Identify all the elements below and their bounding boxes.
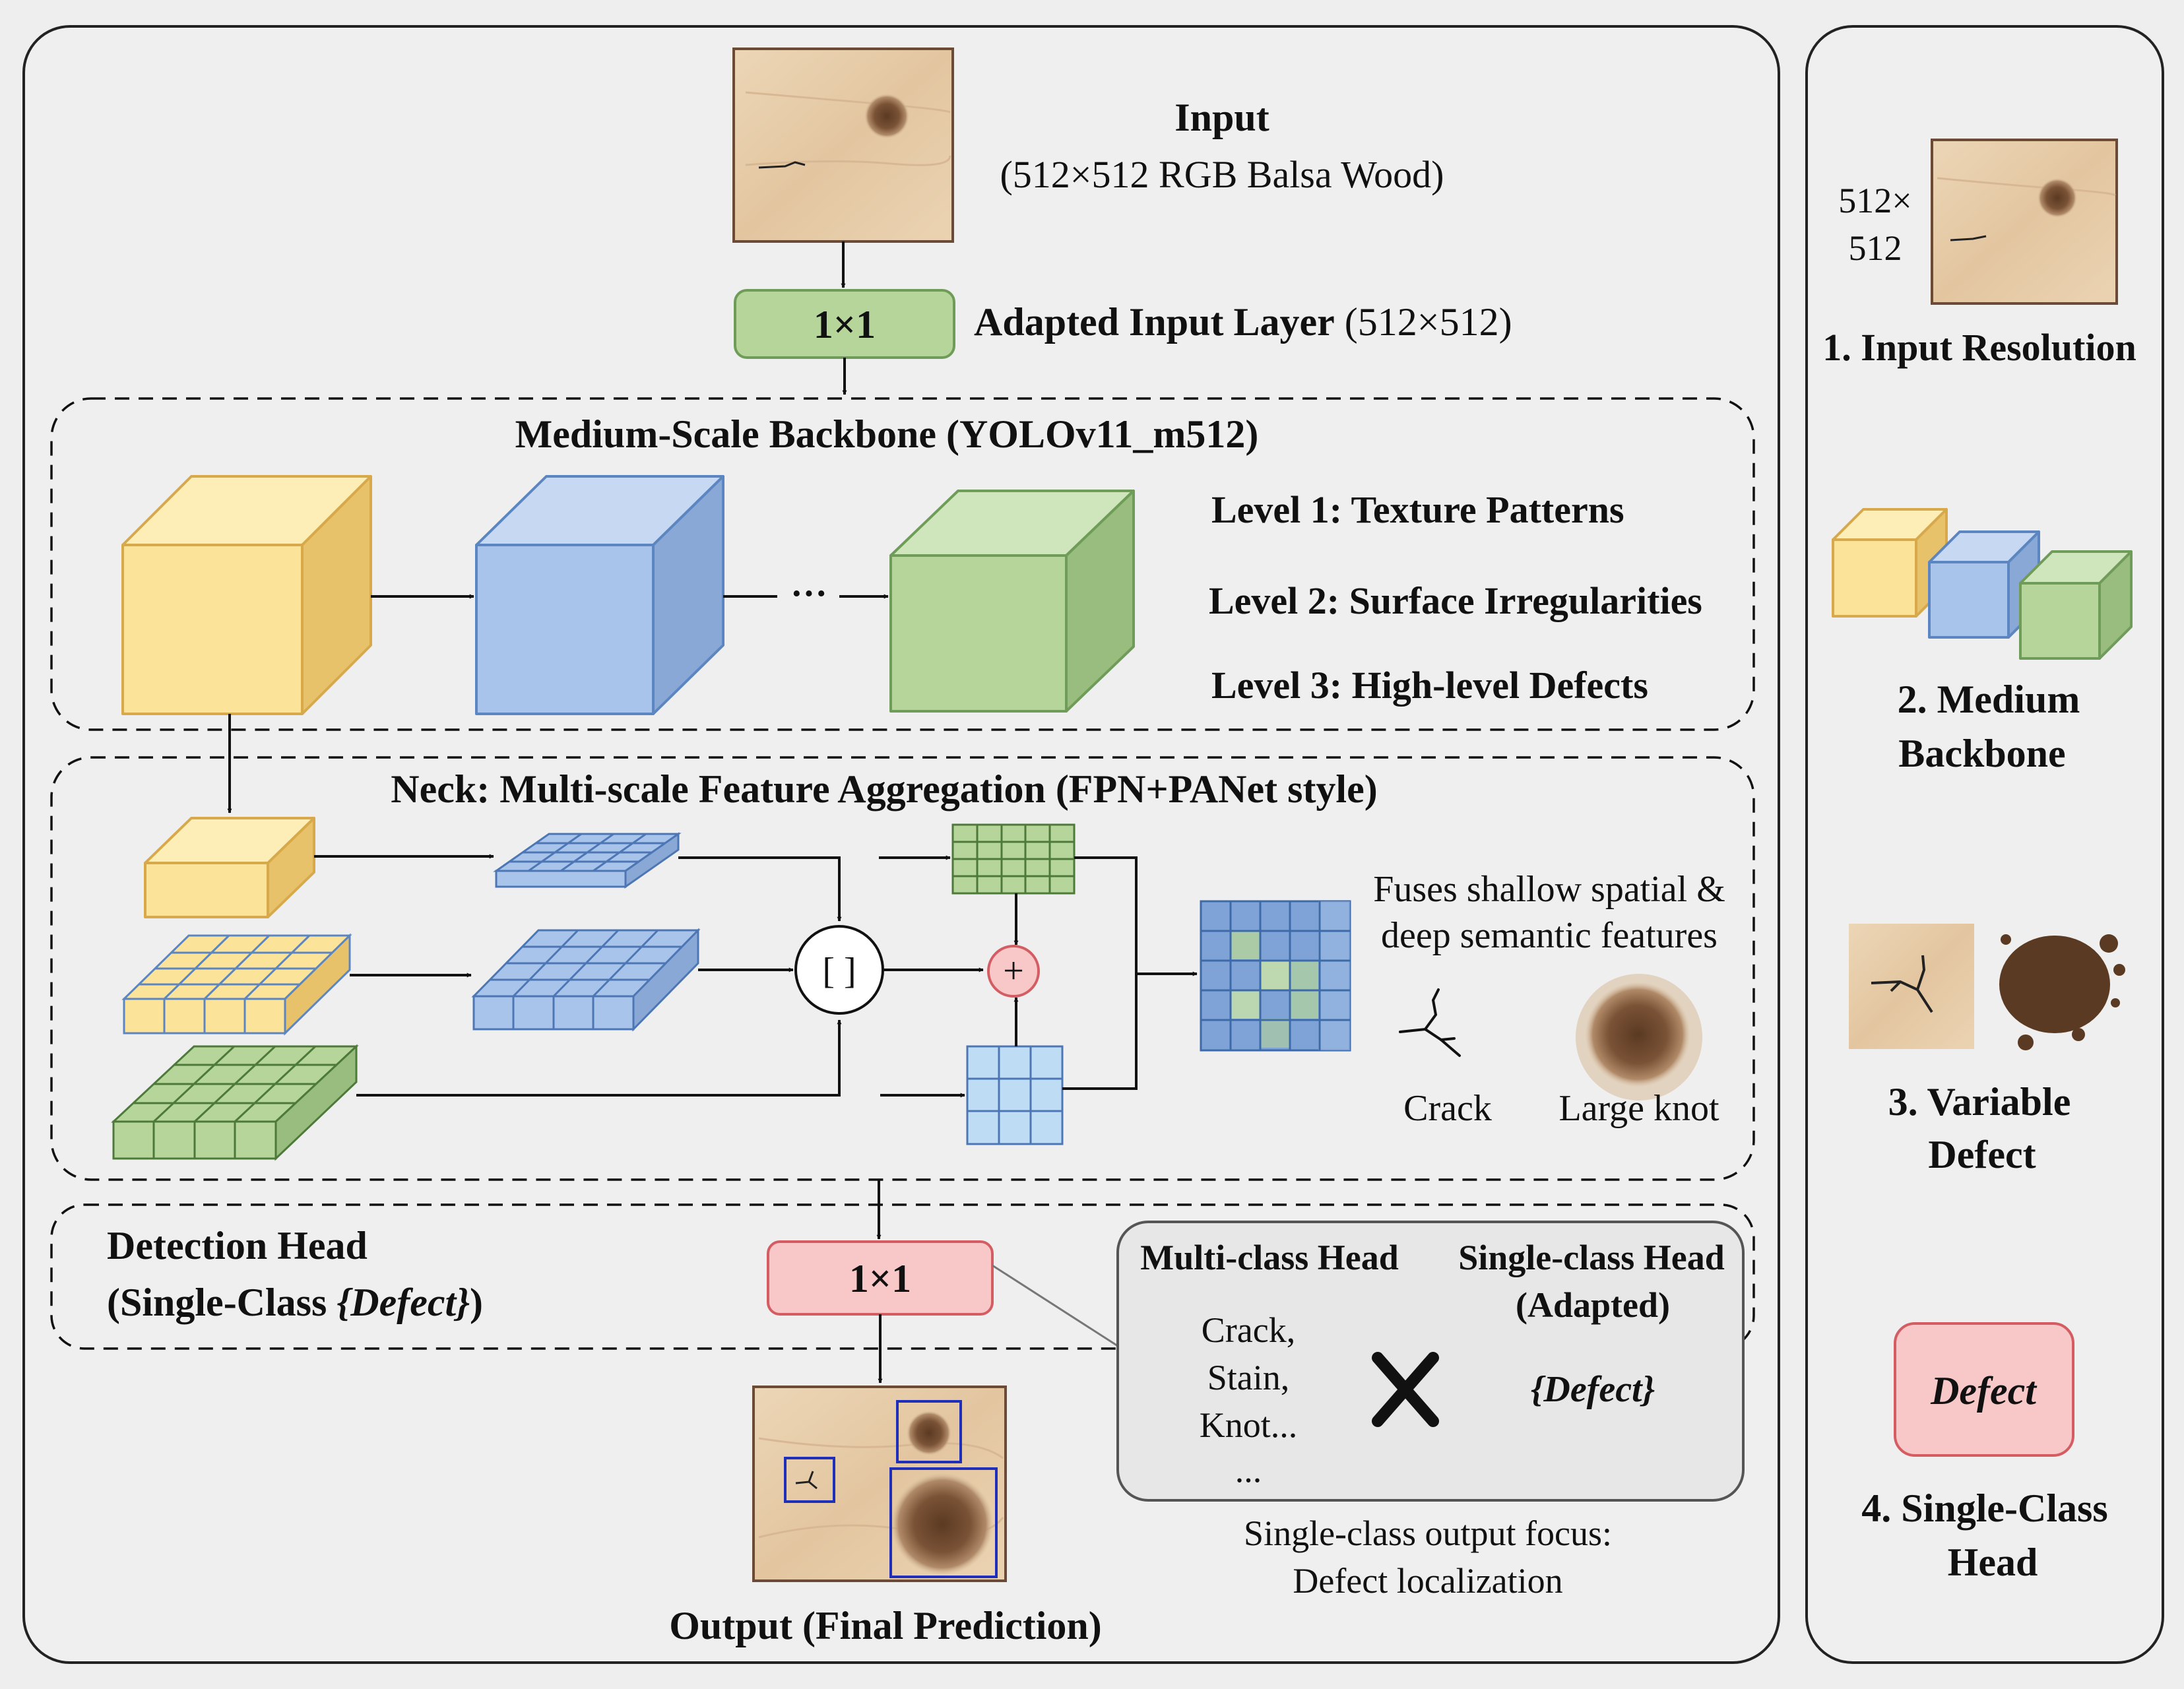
multi-list-4: ... (1235, 1450, 1262, 1490)
add-node (987, 945, 1040, 998)
single-class-title-2: (Adapted) (1516, 1285, 1670, 1325)
backbone-level-2: Level 2: Surface Irregularities (1209, 579, 1702, 622)
backbone-title: Medium-Scale Backbone (YOLOv11_m512) (515, 412, 1259, 456)
single-class-value: {Defect} (1531, 1369, 1655, 1410)
sidebar-item-3b: Defect (1928, 1133, 2036, 1176)
multi-class-title: Multi-class Head (1140, 1238, 1398, 1277)
concat-symbol: [ ] (822, 951, 856, 992)
single-class-title-1: Single-class Head (1458, 1238, 1725, 1277)
neck-yellow-grid (121, 933, 352, 1036)
sidebar-item-1: 1. Input Resolution (1822, 326, 2136, 369)
sidebar-defect-badge (1894, 1322, 2074, 1457)
output-label: Output (Final Prediction) (669, 1604, 1102, 1647)
backbone-level-1: Level 1: Texture Patterns (1211, 488, 1624, 531)
output-image (752, 1386, 1007, 1582)
sidebar-item-3a: 3. Variable (1888, 1080, 2071, 1124)
input-subtitle: (512×512 RGB Balsa Wood) (1000, 153, 1444, 196)
sidebar-crack-image (1849, 924, 1974, 1049)
line-green-to-concat (356, 1019, 842, 1097)
backbone-level-3: Level 3: High-level Defects (1211, 664, 1648, 707)
adapted-input-label: Adapted Input Layer (512×512) (974, 300, 1512, 344)
neck-region (50, 756, 1755, 1181)
focus-text-1: Single-class output focus: (1244, 1514, 1612, 1553)
neck-blue-grid-top (493, 832, 682, 889)
focus-text-2: Defect localization (1293, 1561, 1562, 1601)
sidebar-defect-badge-label: Defect (1930, 1369, 2038, 1413)
large-knot-icon (1576, 974, 1702, 1100)
backbone-region (50, 397, 1755, 731)
backbone-cube-blue (475, 475, 724, 715)
multi-list-2: Stain, (1207, 1358, 1290, 1397)
add-symbol: + (1003, 951, 1024, 992)
sidebar-item-4a: 4. Single-Class (1861, 1486, 2107, 1530)
knot-label: Large knot (1558, 1088, 1719, 1129)
sidebar-res-2: 512 (1849, 228, 1902, 268)
backbone-ellipsis: ··· (790, 573, 827, 614)
sidebar-item-2a: 2. Medium (1898, 678, 2080, 721)
backbone-cube-yellow (121, 475, 372, 715)
multi-list-3: Knot... (1200, 1405, 1298, 1445)
input-image (732, 48, 954, 243)
callout-line (992, 1264, 1118, 1347)
head-region (50, 1203, 1755, 1350)
input-title: Input (1174, 96, 1269, 139)
sidebar-res-1: 512× (1838, 181, 1911, 220)
neck-blue-grid-mid (471, 928, 701, 1032)
crack-icon (1399, 988, 1461, 1057)
neck-title: Neck: Multi-scale Feature Aggregation (F… (391, 767, 1377, 811)
adapted-input-box-label: 1×1 (814, 303, 876, 346)
fuses-line-1: Fuses shallow spatial & (1373, 869, 1725, 910)
line-top-to-concat (678, 856, 842, 922)
fused-feature-grid (1200, 900, 1351, 1052)
neck-green-grid (111, 1044, 359, 1161)
sidebar-item-4b: Head (1948, 1541, 2038, 1584)
sidebar-item-2b: Backbone (1898, 732, 2065, 775)
sidebar-stain-icon (1999, 934, 2125, 1050)
sidebar-cubes (1832, 508, 2133, 660)
fuses-line-2: deep semantic features (1381, 915, 1718, 956)
neck-green-small-grid (951, 823, 1076, 895)
backbone-cube-green (889, 490, 1135, 713)
head-conv-label: 1×1 (849, 1257, 911, 1300)
neck-yellow-block (144, 817, 315, 918)
neck-blue-small-grid (966, 1045, 1064, 1145)
cross-icon (1372, 1352, 1439, 1427)
head-title-1: Detection Head (107, 1224, 368, 1267)
crack-label: Crack (1403, 1088, 1492, 1129)
head-title-2: (Single-Class {Defect}) (107, 1281, 483, 1324)
multi-list-1: Crack, (1202, 1310, 1295, 1350)
sidebar-panel (1805, 25, 2164, 1664)
sidebar-wood-image (1931, 139, 2118, 305)
